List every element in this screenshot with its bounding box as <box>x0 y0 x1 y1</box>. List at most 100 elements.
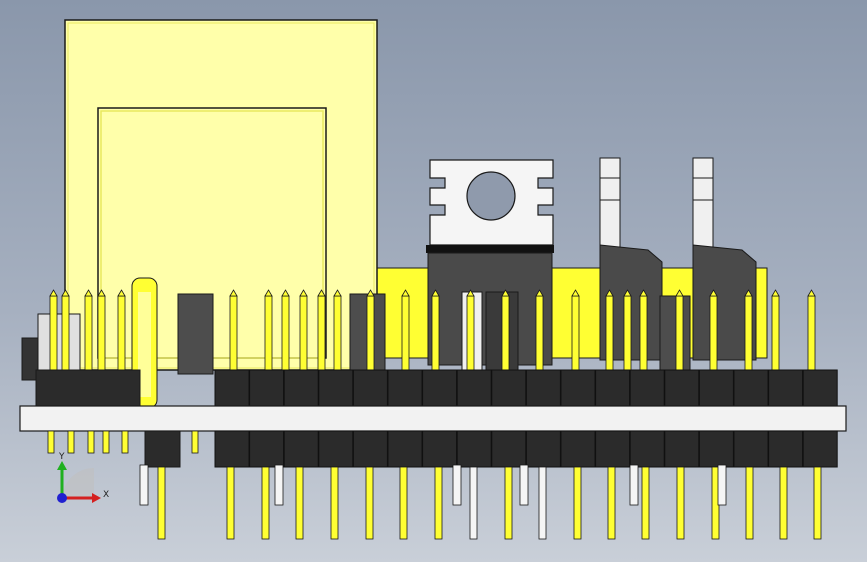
pin-upper <box>84 295 93 373</box>
header-bottom-segment <box>283 430 319 468</box>
pin-lower <box>434 466 443 540</box>
header-bottom-segment <box>595 430 631 468</box>
pin-upper <box>366 295 375 373</box>
pin-tip <box>281 289 290 297</box>
pin-upper <box>571 295 580 373</box>
header-top-segment <box>456 369 492 407</box>
header-bottom-segment <box>768 430 804 468</box>
pin-lower <box>261 466 270 540</box>
header-bottom-segment <box>560 430 596 468</box>
pin-tip <box>61 289 70 297</box>
header-bottom-segment <box>491 430 527 468</box>
pin-upper <box>639 295 648 373</box>
pin-lower <box>226 466 235 540</box>
pin-lower <box>573 466 582 540</box>
header-top-segment <box>698 369 734 407</box>
pin-upper <box>466 295 475 373</box>
pin-upper <box>61 295 70 373</box>
pin-lead <box>102 430 110 454</box>
pin-upper <box>281 295 290 373</box>
pin-headers-top <box>35 369 838 407</box>
pin-tip <box>431 289 440 297</box>
x-axis-label: X <box>103 490 109 500</box>
header-top-segment <box>664 369 700 407</box>
header-top-segment <box>560 369 596 407</box>
pin-upper <box>299 295 308 373</box>
pin-lower <box>157 466 166 540</box>
pin-upper <box>49 295 58 373</box>
pin-lead-short <box>629 464 639 506</box>
pin-tip <box>317 289 326 297</box>
header-top-segment <box>422 369 458 407</box>
pin-lower <box>295 466 304 540</box>
pin-tip <box>571 289 580 297</box>
pin-lead <box>191 430 199 454</box>
pin-lead-short <box>274 464 284 506</box>
pin-upper <box>317 295 326 373</box>
header-top-segment <box>249 369 285 407</box>
pin-tip <box>807 289 816 297</box>
pin-lead <box>121 430 129 454</box>
pin-upper <box>605 295 614 373</box>
header-top-segment <box>352 369 388 407</box>
header-top-segment <box>629 369 665 407</box>
pin-tip <box>675 289 684 297</box>
pin-lead <box>47 430 55 454</box>
pin-tip <box>466 289 475 297</box>
header-top-left <box>35 369 141 407</box>
pin-tip <box>229 289 238 297</box>
pin-upper <box>333 295 342 373</box>
pin-upper <box>771 295 780 373</box>
header-top-segment <box>733 369 769 407</box>
voltage-regulator <box>426 159 554 371</box>
pin-tip <box>605 289 614 297</box>
header-top-segment <box>595 369 631 407</box>
y-axis-label: Y <box>58 452 65 462</box>
header-bottom-segment <box>422 430 458 468</box>
pin-tip <box>117 289 126 297</box>
header-top-segment <box>802 369 838 407</box>
pin-lower <box>365 466 374 540</box>
header-bottom-segment <box>352 430 388 468</box>
pin-upper <box>675 295 684 373</box>
pin-tip <box>709 289 718 297</box>
pin-tip <box>97 289 106 297</box>
header-bottom-segment <box>802 430 838 468</box>
pin-lower <box>641 466 650 540</box>
header-top-segment <box>768 369 804 407</box>
pin-tip <box>264 289 273 297</box>
component-block-1 <box>177 293 214 375</box>
header-top-segment <box>318 369 354 407</box>
header-bottom-segment <box>629 430 665 468</box>
header-top-segment <box>387 369 423 407</box>
header-bottom-segment <box>387 430 423 468</box>
pin-tip <box>299 289 308 297</box>
pin-lead-short <box>519 464 529 506</box>
header-top-segment <box>214 369 250 407</box>
pin-lower <box>538 466 547 540</box>
pin-lead-short <box>452 464 462 506</box>
header-bottom-segment <box>318 430 354 468</box>
pin-lead-short <box>717 464 727 506</box>
pin-upper <box>97 295 106 373</box>
header-bottom-segment <box>456 430 492 468</box>
coordinate-triad: X Y <box>57 452 109 503</box>
pin-upper <box>744 295 753 373</box>
pin-tip <box>771 289 780 297</box>
lower-pins <box>47 430 822 540</box>
power-device-2 <box>692 157 757 361</box>
pin-lower <box>813 466 822 540</box>
pcb-board <box>19 405 847 432</box>
pin-lead <box>67 430 75 454</box>
header-bottom-segment <box>214 430 250 468</box>
z-axis-dot <box>57 493 67 503</box>
pin-tip <box>84 289 93 297</box>
header-bottom-segment <box>525 430 561 468</box>
component-block-3 <box>659 295 691 377</box>
header-top-segment <box>491 369 527 407</box>
pin-tip <box>401 289 410 297</box>
pin-lower <box>399 466 408 540</box>
header-bottom-left <box>144 430 181 468</box>
pin-tip <box>623 289 632 297</box>
